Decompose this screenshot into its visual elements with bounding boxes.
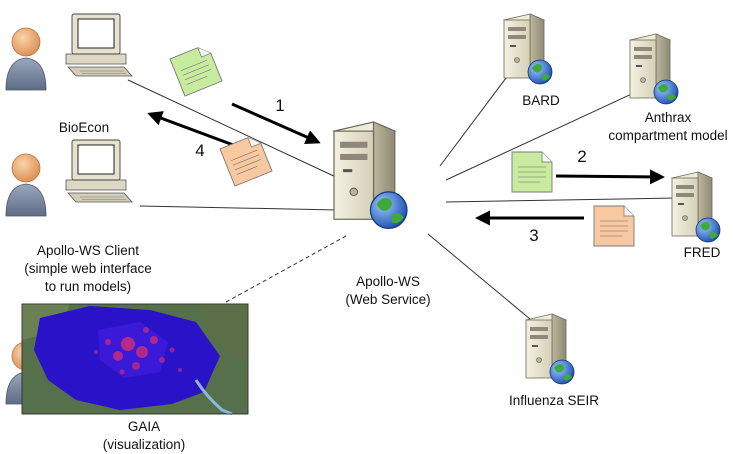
arrow-step-4 xyxy=(147,111,237,148)
label-influenza: Influenza SEIR xyxy=(509,393,599,408)
fred-server-icon xyxy=(671,171,721,243)
step-number-3: 3 xyxy=(529,226,538,245)
label-gaia: GAIA (visualization) xyxy=(103,419,186,452)
link-apollo-fred xyxy=(445,197,677,203)
label-anthrax: Anthrax compartment model xyxy=(608,110,727,143)
link-apollo-anthrax xyxy=(445,91,637,181)
label-client-line: Apollo-WS Client xyxy=(37,243,139,258)
label-client-line: (simple web interface xyxy=(24,261,152,276)
label-apollo-line: Apollo-WS xyxy=(356,274,420,289)
link-apollo-bard xyxy=(439,69,513,167)
label-bard-line: BARD xyxy=(522,93,560,108)
arrow-step-2 xyxy=(555,169,665,185)
label-bioecon: BioEcon xyxy=(59,120,109,135)
arrow-step-1 xyxy=(231,102,321,145)
link-apollo-influenza xyxy=(427,233,537,325)
label-bioecon-line: BioEcon xyxy=(59,120,109,135)
flow-arrows xyxy=(147,102,665,226)
label-apollo: Apollo-WS (Web Service) xyxy=(345,274,430,307)
label-bard: BARD xyxy=(522,93,560,108)
label-influenza-line: Influenza SEIR xyxy=(509,393,599,408)
bard-server-icon xyxy=(503,13,553,85)
label-apollo-line: (Web Service) xyxy=(345,292,430,307)
apollo-ws-server-icon xyxy=(333,121,408,230)
step-number-2: 2 xyxy=(577,147,586,166)
step-number-1: 1 xyxy=(275,96,284,115)
label-fred: FRED xyxy=(684,245,721,260)
label-anthrax-line: Anthrax xyxy=(645,110,692,125)
link-client-apollo xyxy=(139,205,339,211)
label-client: Apollo-WS Client (simple web interface t… xyxy=(24,243,152,294)
model-output-document-icon xyxy=(593,205,635,247)
client-computer-icon xyxy=(65,139,133,203)
client-user-icon xyxy=(5,153,47,217)
anthrax-server-icon xyxy=(629,33,679,105)
step-number-4: 4 xyxy=(195,141,204,160)
gaia-map-image xyxy=(21,303,249,416)
influenza-server-icon xyxy=(525,313,575,385)
label-anthrax-line: compartment model xyxy=(608,128,727,143)
forward-request-document-icon xyxy=(511,151,553,193)
request-document-icon xyxy=(169,43,223,97)
link-gaia-apollo xyxy=(225,235,347,303)
bioecon-user-icon xyxy=(5,27,47,91)
label-client-line: to run models) xyxy=(45,279,131,294)
connection-lines xyxy=(127,69,677,325)
bioecon-computer-icon xyxy=(65,13,133,77)
link-bioecon-apollo xyxy=(127,79,339,179)
label-fred-line: FRED xyxy=(684,245,721,260)
label-gaia-line: (visualization) xyxy=(103,437,186,452)
label-gaia-line: GAIA xyxy=(128,419,160,434)
